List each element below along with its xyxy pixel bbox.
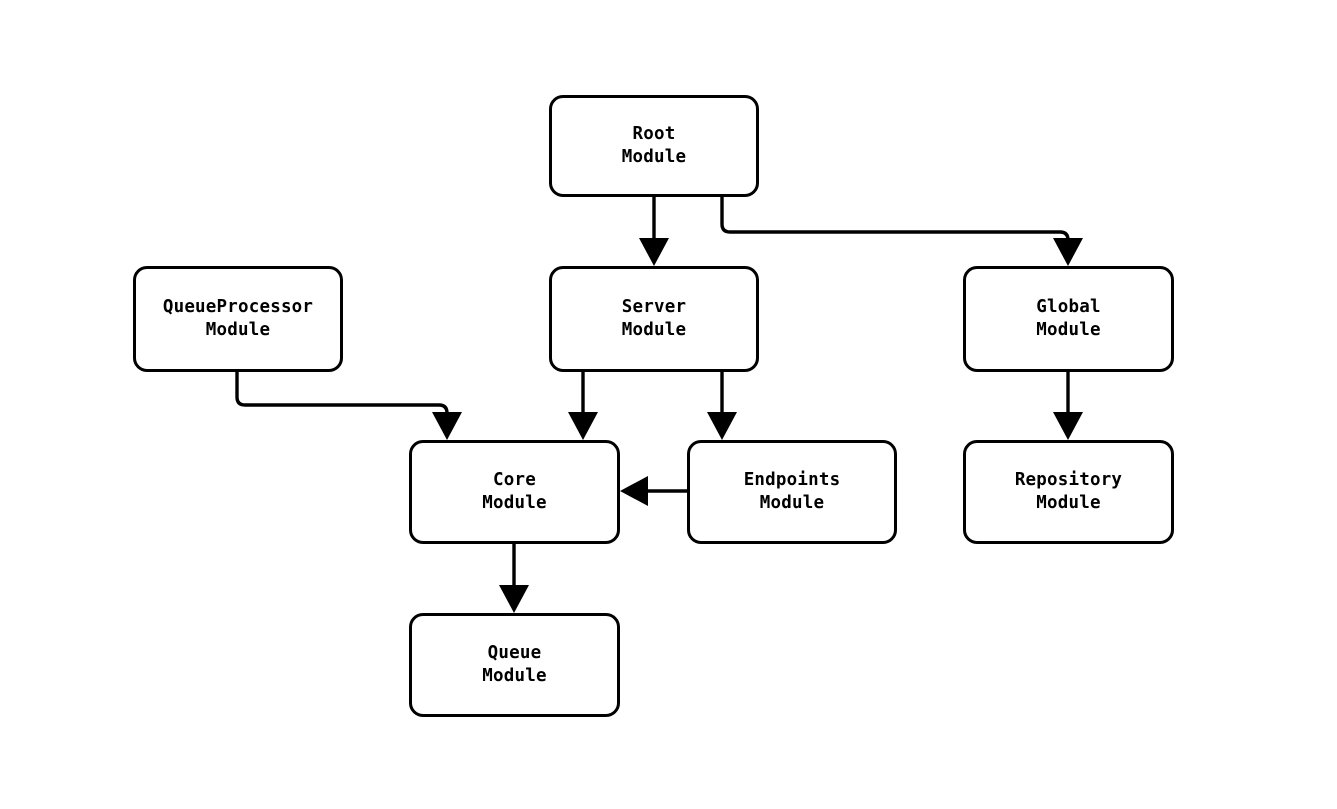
arrowhead-core-to-queue	[499, 585, 529, 613]
edge-server-to-endpoints	[707, 372, 737, 440]
node-global-module[interactable]: Global Module	[963, 266, 1174, 372]
node-core-module[interactable]: Core Module	[409, 440, 620, 544]
edge-line-queueprocessor-to-core	[235, 372, 449, 426]
node-queue-module[interactable]: Queue Module	[409, 613, 620, 717]
node-label-endpoints-module: Endpoints Module	[743, 469, 841, 513]
node-endpoints-module[interactable]: Endpoints Module	[687, 440, 897, 544]
node-queueprocessor-module[interactable]: QueueProcessor Module	[133, 266, 343, 372]
node-server-module[interactable]: Server Module	[549, 266, 759, 372]
node-label-global-module: Global Module	[1036, 296, 1101, 340]
node-root-module[interactable]: Root Module	[549, 95, 759, 197]
node-label-queueprocessor-module: QueueProcessor Module	[162, 296, 314, 340]
edge-root-to-global	[720, 197, 1083, 266]
node-label-repository-module: Repository Module	[1014, 469, 1123, 513]
arrowhead-queueprocessor-to-core	[432, 412, 462, 440]
arrowhead-server-to-core	[568, 412, 598, 440]
arrowhead-server-to-endpoints	[707, 412, 737, 440]
arrowhead-endpoints-to-core	[620, 476, 648, 506]
edge-global-to-repository	[1053, 372, 1083, 440]
node-label-queue-module: Queue Module	[482, 642, 547, 686]
arrowhead-root-to-global	[1053, 238, 1083, 266]
arrowhead-root-to-server	[639, 238, 669, 266]
edge-core-to-queue	[499, 544, 529, 613]
edge-endpoints-to-core	[620, 476, 687, 506]
edge-server-to-core	[568, 372, 598, 440]
edge-line-root-to-global	[720, 197, 1070, 252]
node-repository-module[interactable]: Repository Module	[963, 440, 1174, 544]
arrowhead-global-to-repository	[1053, 412, 1083, 440]
edge-queueprocessor-to-core	[235, 372, 462, 440]
node-label-core-module: Core Module	[482, 469, 547, 513]
edge-root-to-server	[639, 197, 669, 266]
node-label-server-module: Server Module	[621, 296, 687, 340]
node-label-root-module: Root Module	[621, 123, 687, 167]
